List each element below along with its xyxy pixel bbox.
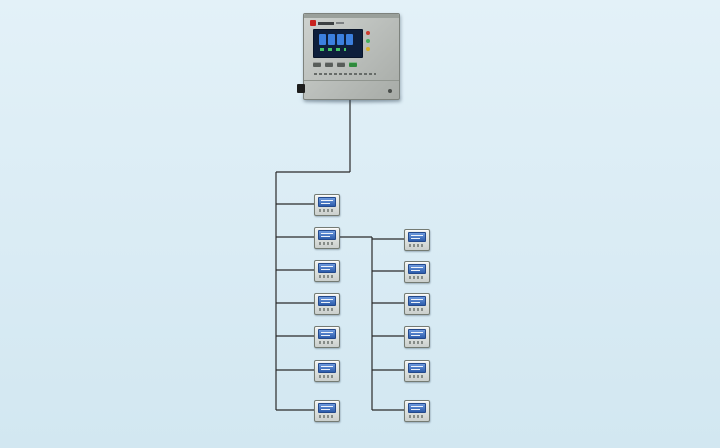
module-display-line [411,267,423,268]
module-display [408,232,426,242]
detector-module-left-1 [314,194,340,216]
module-display-line [411,302,420,303]
module-display [318,403,336,413]
module-display-line [411,409,420,410]
module-label-strip [319,308,335,311]
detector-module-right-5 [404,360,430,382]
brand-logo-icon [310,20,316,26]
module-display [408,403,426,413]
module-display-line [411,270,420,271]
status-led [366,47,370,51]
module-label-strip [409,276,425,279]
module-display-line [321,269,330,270]
module-display-line [411,332,423,333]
module-display-line [321,332,333,333]
module-display-line [321,203,330,204]
brand-logo-text [318,21,334,25]
module-display [408,329,426,339]
module-display-line [411,238,420,239]
module-display-line [321,266,333,267]
module-display-line [411,299,423,300]
module-display [318,296,336,306]
display-digit [337,34,344,45]
module-display [318,329,336,339]
panel-button [325,62,333,67]
panel-button [349,62,357,67]
module-label-strip [319,375,335,378]
module-display-line [411,335,420,336]
module-display [408,296,426,306]
module-label-strip [409,244,425,247]
display-digits [319,34,362,45]
display-digit [346,34,353,45]
module-display-line [321,299,333,300]
module-label-strip [319,275,335,278]
module-label-strip [409,375,425,378]
module-label-strip [409,308,425,311]
panel-button [313,62,321,67]
module-display-line [321,335,330,336]
cabinet-top-strip [304,14,399,18]
module-label-strip [319,415,335,418]
module-display-line [411,406,423,407]
module-label-strip [319,209,335,212]
module-display-line [321,406,333,407]
status-led [366,39,370,43]
panel-label-text [314,73,376,75]
side-connector [297,84,305,93]
brand-logo-subtext [336,22,344,24]
module-label-strip [319,341,335,344]
module-display [318,230,336,240]
module-display-line [411,235,423,236]
detector-module-left-2 [314,227,340,249]
module-display-line [321,236,330,237]
module-display-line [411,366,423,367]
module-display-line [321,369,330,370]
detector-module-left-6 [314,360,340,382]
display-digit [319,34,326,45]
detector-module-right-3 [404,293,430,315]
brand-logo [310,20,344,26]
module-display-line [321,302,330,303]
controller-unit [297,13,400,100]
module-display [318,197,336,207]
module-display [318,263,336,273]
module-display-line [321,409,330,410]
cabinet-seam [304,80,399,81]
detector-module-right-2 [404,261,430,283]
module-display [318,363,336,373]
led-display [313,29,363,58]
detector-module-left-7 [314,400,340,422]
module-label-strip [409,341,425,344]
cabinet-lock-icon [388,89,392,93]
detector-module-left-4 [314,293,340,315]
detector-module-left-3 [314,260,340,282]
panel-button [337,62,345,67]
module-display-line [321,366,333,367]
status-led [366,31,370,35]
module-display [408,363,426,373]
detector-module-left-5 [314,326,340,348]
display-digit [328,34,335,45]
display-status-row [320,48,346,51]
module-display [408,264,426,274]
control-buttons [313,62,357,67]
detector-module-right-6 [404,400,430,422]
detector-module-right-4 [404,326,430,348]
detector-module-right-1 [404,229,430,251]
module-label-strip [319,242,335,245]
module-label-strip [409,415,425,418]
module-display-line [411,369,420,370]
module-display-line [321,200,333,201]
status-indicator-lights [366,31,370,51]
module-display-line [321,233,333,234]
